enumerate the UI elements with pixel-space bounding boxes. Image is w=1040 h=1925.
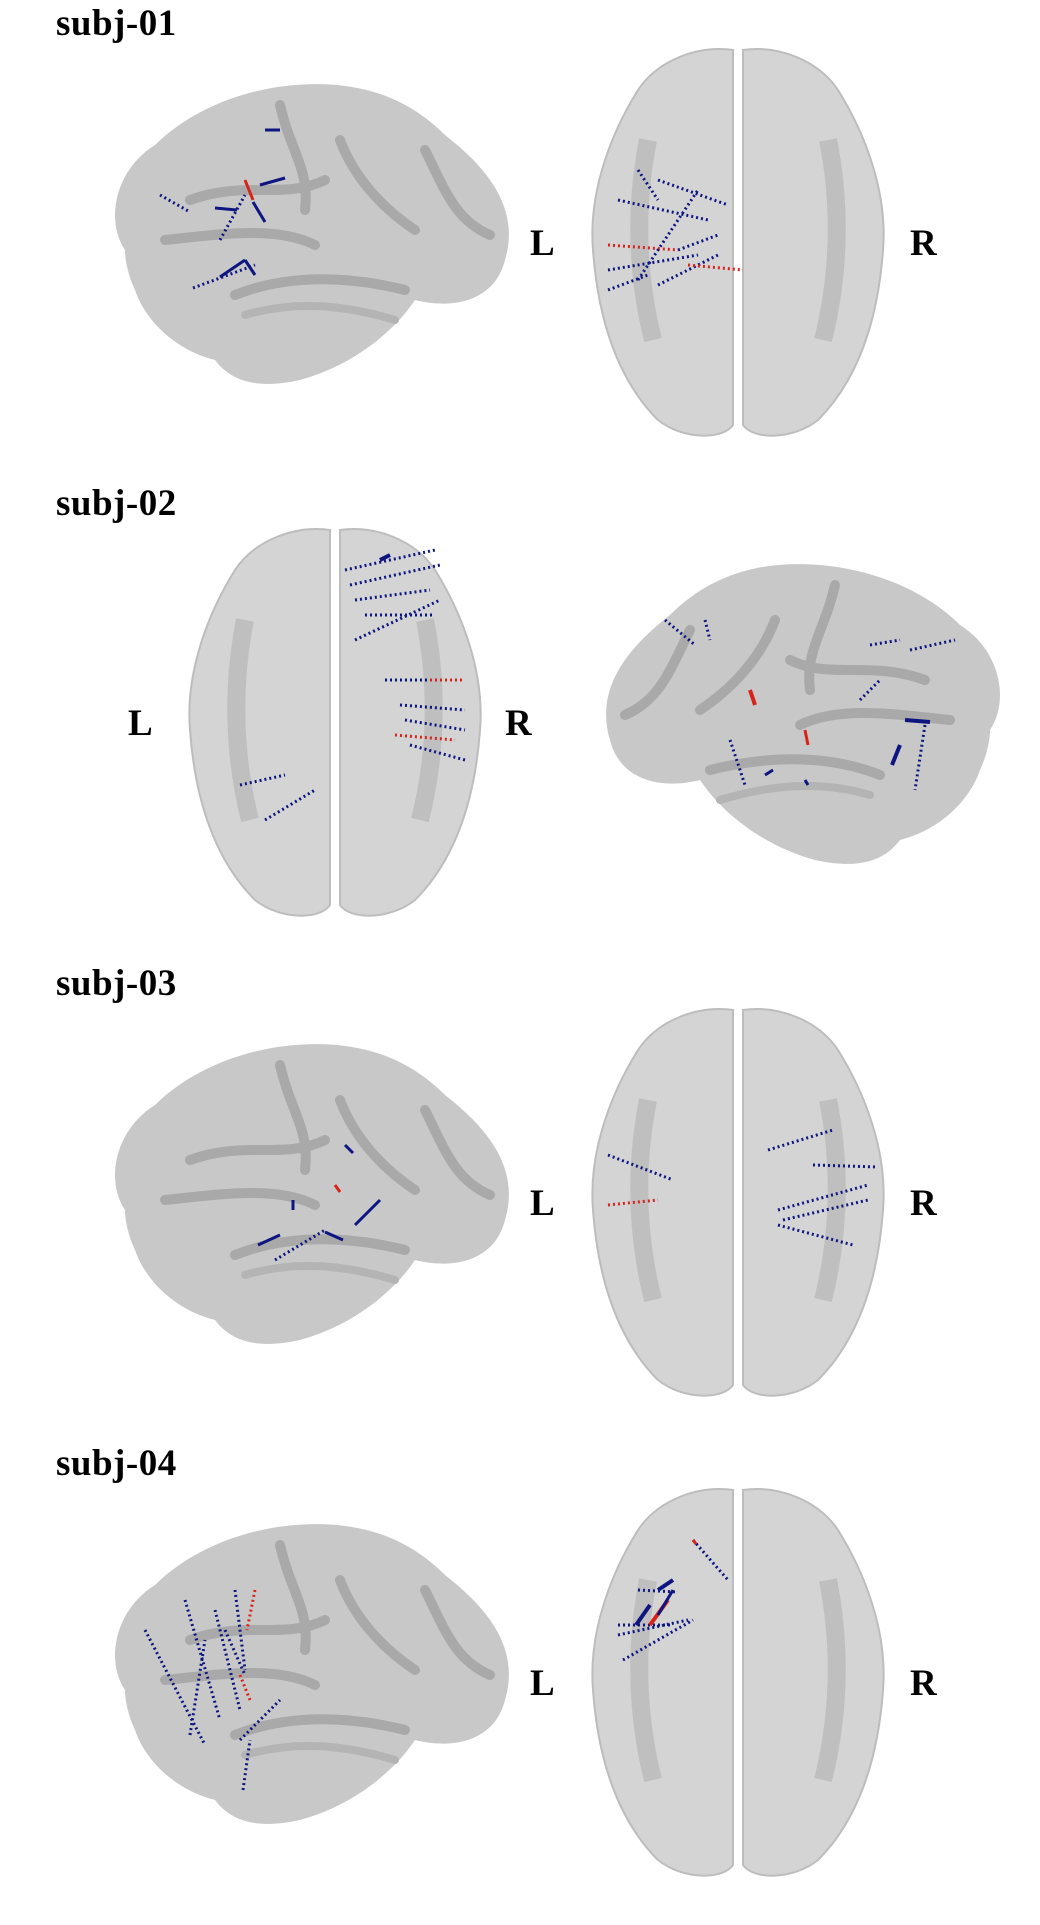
right-hemisphere-label: R xyxy=(910,223,937,264)
right-hemisphere-label: R xyxy=(505,703,532,744)
panel-subj-02: subj-02 L R xyxy=(0,480,1040,960)
left-hemisphere-label: L xyxy=(530,1663,555,1704)
electrode-group xyxy=(664,618,956,791)
left-hemisphere-label: L xyxy=(530,1183,555,1224)
left-hemisphere-label: L xyxy=(530,223,555,264)
top-brain-view xyxy=(591,1008,885,1397)
subject-title: subj-03 xyxy=(56,963,177,1004)
electrode-group xyxy=(607,1128,879,1247)
electrode-group xyxy=(607,169,744,292)
electrode-group xyxy=(239,548,466,822)
subject-title: subj-04 xyxy=(56,1443,177,1484)
electrode-group xyxy=(159,128,286,290)
top-brain-view xyxy=(591,48,885,437)
lateral-brain-view xyxy=(115,1524,509,1824)
left-hemisphere-label: L xyxy=(128,703,153,744)
panel-subj-03: subj-03 L R xyxy=(0,960,1040,1440)
subject-title: subj-01 xyxy=(56,3,177,44)
top-brain-view xyxy=(188,528,482,917)
panel-subj-04: subj-04 L xyxy=(0,1440,1040,1920)
top-brain-view xyxy=(591,1488,885,1877)
electrode-group xyxy=(143,1589,282,1791)
right-hemisphere-label: R xyxy=(910,1663,937,1704)
lateral-brain-view xyxy=(606,564,1000,864)
electrode-group xyxy=(617,1539,730,1662)
right-hemisphere-label: R xyxy=(910,1183,937,1224)
panel-subj-01: subj-01 L xyxy=(0,0,1040,480)
subject-title: subj-02 xyxy=(56,483,177,524)
electrode-group xyxy=(257,1143,382,1262)
lateral-brain-view xyxy=(115,84,509,384)
lateral-brain-view xyxy=(115,1044,509,1344)
